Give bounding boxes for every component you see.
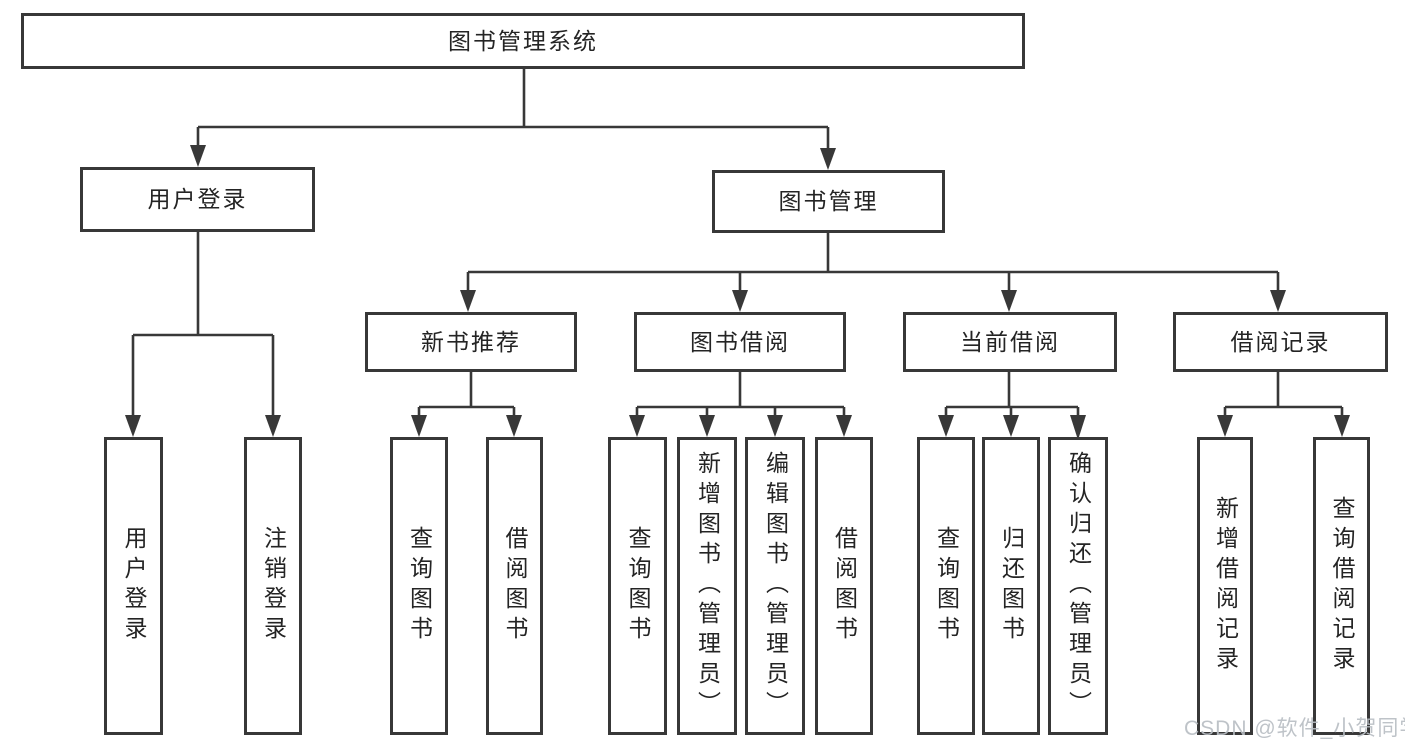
branch-record — [1217, 372, 1350, 437]
arrow-icon — [836, 415, 852, 437]
leaf-label: 注销登录 — [260, 526, 287, 646]
node-new-book-recommend: 新书推荐 — [365, 312, 577, 372]
node-root: 图书管理系统 — [21, 13, 1025, 69]
node-borrow-records: 借阅记录 — [1173, 312, 1388, 372]
arrow-icon — [1270, 290, 1286, 312]
leaf-return-book: 归还图书 — [982, 437, 1040, 735]
node-label: 图书借阅 — [690, 328, 790, 355]
node-book-borrow: 图书借阅 — [634, 312, 846, 372]
leaf-label: 查询图书 — [933, 526, 960, 646]
arrow-icon — [699, 415, 715, 437]
arrow-icon — [265, 415, 281, 437]
node-label: 新书推荐 — [421, 328, 521, 355]
leaf-label: 用户登录 — [121, 526, 147, 646]
arrow-icon — [1334, 415, 1350, 437]
branch-borrow — [629, 372, 852, 437]
node-label: 图书管理 — [778, 188, 879, 214]
arrow-icon — [1070, 415, 1086, 440]
branch-root — [190, 69, 836, 170]
node-current-borrow: 当前借阅 — [903, 312, 1117, 372]
leaf-logout: 注销登录 — [244, 437, 302, 735]
branch-book-mgmt — [460, 233, 1286, 312]
leaf-label: 确认归还（管理员） — [1065, 451, 1092, 721]
node-label: 当前借阅 — [960, 328, 1060, 355]
leaf-query-borrow-record: 查询借阅记录 — [1313, 437, 1370, 735]
arrow-icon — [767, 415, 783, 437]
leaf-add-borrow-record: 新增借阅记录 — [1197, 437, 1253, 735]
arrow-icon — [938, 415, 954, 437]
node-label: 借阅记录 — [1230, 328, 1331, 355]
arrow-icon — [125, 415, 141, 437]
arrow-icon — [732, 290, 748, 312]
branch-new-rec — [411, 372, 522, 437]
arrow-icon — [506, 415, 522, 437]
branch-current — [938, 372, 1086, 440]
leaf-query-books-2: 查询图书 — [608, 437, 667, 735]
arrow-icon — [411, 415, 427, 437]
arrow-icon — [460, 290, 476, 312]
leaf-label: 查询图书 — [406, 526, 433, 646]
leaf-user-login: 用户登录 — [104, 437, 163, 735]
arrow-icon — [1217, 415, 1233, 437]
arrow-icon — [190, 145, 206, 167]
leaf-label: 归还图书 — [998, 526, 1025, 646]
leaf-borrow-books-2: 借阅图书 — [815, 437, 873, 735]
leaf-label: 借阅图书 — [831, 526, 858, 646]
leaf-label: 查询借阅记录 — [1329, 496, 1355, 676]
leaf-edit-book-admin: 编辑图书（管理员） — [745, 437, 805, 735]
node-root-label: 图书管理系统 — [448, 27, 598, 54]
leaf-add-book-admin: 新增图书（管理员） — [677, 437, 737, 735]
leaf-confirm-return-admin: 确认归还（管理员） — [1048, 437, 1108, 735]
leaf-label: 查询图书 — [625, 526, 651, 646]
arrow-icon — [820, 148, 836, 170]
watermark: CSDN @软件_小贺同学 — [1184, 717, 1405, 740]
arrow-icon — [629, 415, 645, 437]
node-book-management: 图书管理 — [712, 170, 945, 233]
leaf-label: 新增图书（管理员） — [694, 451, 721, 721]
node-user-login: 用户登录 — [80, 167, 315, 232]
leaf-label: 借阅图书 — [502, 526, 528, 646]
leaf-label: 新增借阅记录 — [1212, 496, 1239, 676]
arrow-icon — [1003, 415, 1019, 437]
arrow-icon — [1001, 290, 1017, 312]
leaf-borrow-books-1: 借阅图书 — [486, 437, 543, 735]
branch-user-login — [125, 232, 281, 437]
node-label: 用户登录 — [147, 186, 248, 212]
leaf-query-books-3: 查询图书 — [917, 437, 975, 735]
leaf-label: 编辑图书（管理员） — [762, 451, 789, 721]
leaf-query-books-1: 查询图书 — [390, 437, 448, 735]
